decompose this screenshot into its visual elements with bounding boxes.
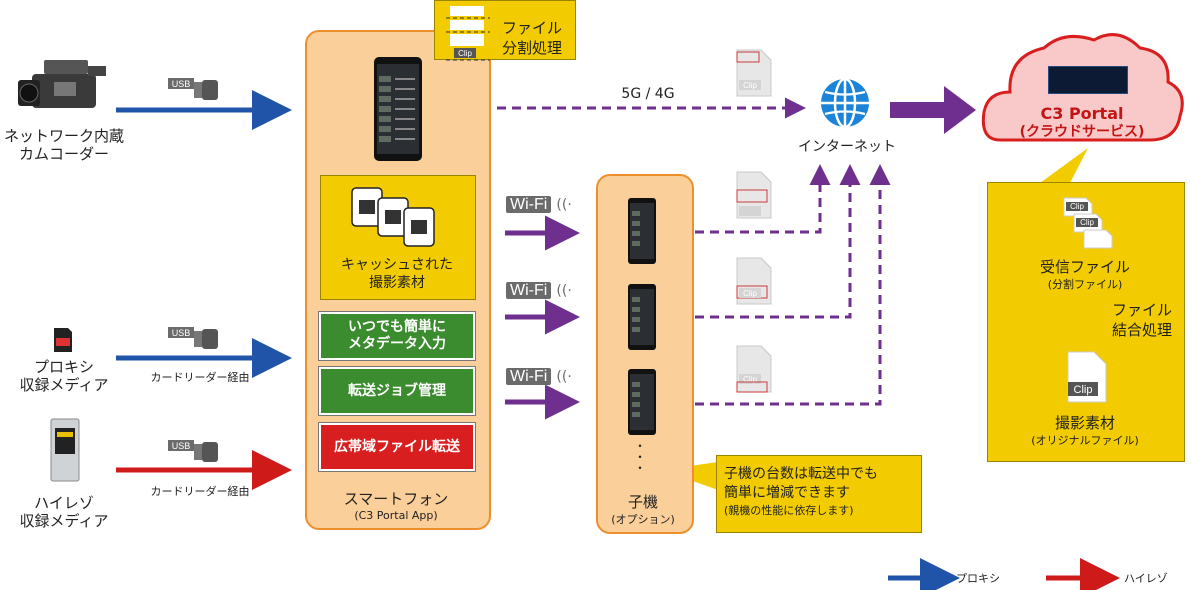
wifi-icon-2: ((· [556,283,572,299]
received-clip-label-1: Clip [1070,202,1084,211]
clip-icon-1: Clip [736,49,772,97]
child-phone-3 [628,369,656,435]
child-note [716,455,922,533]
cloud-logo-banner [1048,66,1128,94]
sd-card-icon [54,328,72,352]
split-clip-label: Clip [458,49,472,58]
metadata-feature-line1: いつでも簡単に [348,319,446,335]
usb-label-2: USB [172,328,191,338]
wifi-badge-3: Wi-Fi ((· [506,366,572,386]
smartphone-subtitle: (C3 Portal App) [354,509,438,522]
sxs-card-icon [50,418,80,482]
original-file-sublabel: (オリジナルファイル) [1031,434,1139,447]
hires-media-label-line1: ハイレゾ [34,494,94,512]
usb-label-1: USB [172,79,191,89]
proxy-media-label-line2: 収録メディア [19,376,109,394]
cache-label: キャッシュされた 撮影素材 [320,256,474,292]
broadband-transfer-feature: 広帯域ファイル転送 [319,423,475,471]
received-files-icon: Clip Clip [1063,197,1113,249]
child-phone-2 [628,284,656,350]
card-reader-label-1: カードリーダー経由 [150,371,250,384]
usb-plug-2: USB [168,325,220,357]
clip-icon-4: Clip [736,345,772,393]
cache-label-line1: キャッシュされた [341,257,453,273]
card-reader-label-2: カードリーダー経由 [150,485,250,498]
child-subtitle: (オプション) [611,513,675,526]
wifi-badge-1: Wi-Fi ((· [506,194,572,214]
camcorder-label-line2: カムコーダー [18,145,109,163]
split-callout-text: ファイル 分割処理 [502,18,562,58]
usb-label-3: USB [172,441,191,451]
child-note-line3: (親機の性能に依存します) [724,504,854,517]
clip-icon-4-label: Clip [743,375,757,384]
child-link-1 [665,164,831,234]
cloud-title: C3 Portal [1040,104,1124,123]
mobile-network-label: 5G / 4G [621,86,675,102]
legend-hires-label: ハイレゾ [1124,572,1168,585]
internet-label: インターネット [798,139,896,155]
clip-icon-1-label: Clip [743,81,757,90]
child-ellipsis: ・ ・ ・ [634,439,647,475]
metadata-feature: いつでも簡単にメタデータ入力 [319,312,475,360]
original-file-label: 撮影素材 [1054,414,1115,432]
main-phone-icon [374,57,422,161]
split-callout-line2: 分割処理 [502,39,563,57]
cache-box [320,175,476,300]
hires-media-label: ハイレゾ 収録メディア [0,494,128,530]
merge-label: ファイル 結合処理 [1112,300,1172,340]
legend-proxy-label: プロキシ [956,572,1000,585]
split-callout-line1: ファイル [502,19,563,37]
camcorder-label-line1: ネットワーク内蔵 [3,127,124,145]
wifi-icon-3: ((· [556,369,572,385]
received-files-sublabel: (分割ファイル) [1047,278,1123,291]
child-note-text: 子機の台数は転送中でも 簡単に増減できます (親機の性能に依存します) [724,465,878,519]
globe-icon [821,77,869,129]
proxy-media-label-line1: プロキシ [33,358,94,376]
clip-icon-3-label: Clip [743,289,757,298]
child-phone-1 [628,198,656,264]
usb-plug-3: USB [168,438,220,470]
received-clip-label-2: Clip [1080,218,1094,227]
cache-label-line2: 撮影素材 [369,275,425,291]
child-note-line2: 簡単に増減できます [724,485,850,501]
split-file-icon: Clip [446,6,490,61]
job-management-feature: 転送ジョブ管理 [319,367,475,415]
child-note-line1: 子機の台数は転送中でも [724,466,878,482]
original-file-icon: Clip [1067,351,1107,403]
camcorder-icon [18,60,106,108]
merge-label-line2: 結合処理 [1112,321,1173,339]
original-clip-label: Clip [1074,384,1093,396]
cached-files-icon [351,187,435,247]
child-link-2 [665,164,861,319]
metadata-feature-line2: メタデータ入力 [348,336,446,352]
usb-plug-1: USB [168,76,220,108]
cloud-callout-pointer [1040,148,1088,183]
merge-label-line1: ファイル [1112,301,1173,319]
cloud-arrow [890,86,976,134]
received-files-label: 受信ファイル [1039,258,1130,276]
wifi-label-2: Wi-Fi [506,282,552,299]
hires-media-label-line2: 収録メディア [19,512,109,530]
cloud-subtitle: (クラウドサービス) [1019,124,1145,140]
wifi-label-1: Wi-Fi [506,196,552,213]
wifi-icon-1: ((· [556,197,572,213]
camcorder-label: ネットワーク内蔵 カムコーダー [0,127,128,163]
proxy-media-label: プロキシ 収録メディア [0,358,128,394]
wifi-label-3: Wi-Fi [506,368,552,385]
child-link-3 [665,164,891,406]
child-title: 子機 [627,493,658,511]
clip-icon-2 [736,171,772,219]
clip-icon-3: Clip [736,257,772,305]
wifi-badge-2: Wi-Fi ((· [506,280,572,300]
smartphone-title: スマートフォン [343,490,449,508]
